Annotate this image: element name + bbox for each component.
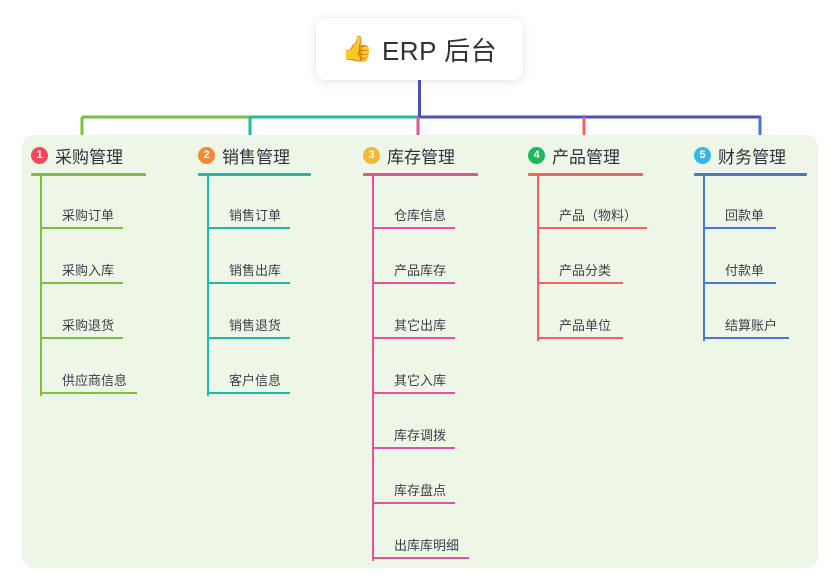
branch-item-label: 采购入库 (62, 263, 115, 278)
branch-header-4[interactable]: 4 产品管理 (528, 143, 620, 168)
branch-number-badge: 2 (198, 147, 215, 164)
branch-item[interactable]: 其它入库 (372, 364, 461, 394)
branch-item-label: 销售退货 (229, 318, 282, 333)
branch-item-label: 其它入库 (394, 373, 447, 388)
branch-item[interactable]: 客户信息 (207, 364, 296, 394)
branch-spine (537, 176, 539, 341)
branch-item-rule (372, 502, 455, 504)
branch-item-label: 采购退货 (62, 318, 115, 333)
branch-item[interactable]: 付款单 (703, 254, 782, 284)
branch-title: 销售管理 (222, 148, 290, 167)
branch-header-rule (31, 173, 146, 176)
branch-item-rule (703, 282, 776, 284)
branch-item[interactable]: 销售订单 (207, 199, 296, 229)
branch-item-label: 其它出库 (394, 318, 447, 333)
branch-column-2: 2 销售管理销售订单销售出库销售退货客户信息 (198, 135, 331, 568)
branch-item-label: 库存盘点 (394, 483, 447, 498)
branch-item-rule (40, 227, 123, 229)
branch-item-rule (372, 447, 455, 449)
branch-item-label: 产品库存 (394, 263, 447, 278)
branch-header-5[interactable]: 5 财务管理 (694, 143, 786, 168)
branch-item[interactable]: 产品分类 (537, 254, 629, 284)
branch-item-label: 产品（物料） (559, 208, 638, 223)
branch-item[interactable]: 产品（物料） (537, 199, 653, 229)
branch-column-4: 4 产品管理产品（物料） 产品分类产品单位 (528, 135, 663, 568)
branch-title: 库存管理 (387, 148, 455, 167)
branch-item[interactable]: 产品单位 (537, 309, 629, 339)
branches-panel: 1 采购管理采购订单采购入库采购退货供应商信息 2 销售管理销售订单销售出库销售退货客… (22, 135, 818, 568)
branch-item[interactable]: 采购入库 (40, 254, 129, 284)
root-node-erp-backend[interactable]: 👍 ERP 后台 (316, 18, 523, 80)
branch-item[interactable]: 库存盘点 (372, 474, 461, 504)
branch-spine (703, 176, 705, 341)
branch-item[interactable]: 采购退货 (40, 309, 129, 339)
branch-item[interactable]: 库存调拨 (372, 419, 461, 449)
branch-item-rule (537, 337, 623, 339)
branch-item[interactable]: 采购订单 (40, 199, 129, 229)
branch-number-badge: 4 (528, 147, 545, 164)
branch-item-rule (40, 282, 123, 284)
branch-item[interactable]: 销售退货 (207, 309, 296, 339)
branch-item-label: 回款单 (725, 208, 765, 223)
branch-item-rule (207, 282, 290, 284)
branch-item-label: 供应商信息 (62, 373, 128, 388)
branch-column-5: 5 财务管理回款单付款单结算账户 (694, 135, 827, 568)
branch-number-badge: 3 (363, 147, 380, 164)
branch-item-rule (372, 282, 455, 284)
branch-spine (207, 176, 209, 396)
branch-item-rule (537, 227, 647, 229)
branch-item-rule (372, 227, 455, 229)
branch-title: 财务管理 (718, 148, 786, 167)
branch-item-rule (703, 227, 776, 229)
branch-item[interactable]: 仓库信息 (372, 199, 461, 229)
branch-number-badge: 1 (31, 147, 48, 164)
branch-number-badge: 5 (694, 147, 711, 164)
branch-item[interactable]: 销售出库 (207, 254, 296, 284)
branch-item-label: 产品分类 (559, 263, 612, 278)
branch-item[interactable]: 结算账户 (703, 309, 795, 339)
branch-item-rule (207, 227, 290, 229)
branch-item-label: 客户信息 (229, 373, 282, 388)
branch-header-rule (528, 173, 643, 176)
thumbs-up-icon: 👍 (341, 34, 373, 63)
branch-item-rule (703, 337, 789, 339)
branch-item[interactable]: 其它出库 (372, 309, 461, 339)
branch-item-label: 库存调拨 (394, 428, 447, 443)
branch-item[interactable]: 供应商信息 (40, 364, 143, 394)
branch-item-rule (40, 392, 137, 394)
branch-title: 采购管理 (55, 148, 123, 167)
branch-header-2[interactable]: 2 销售管理 (198, 143, 290, 168)
branch-spine (40, 176, 42, 396)
branch-spine (372, 176, 374, 561)
branch-item-label: 仓库信息 (394, 208, 447, 223)
branch-item-label: 采购订单 (62, 208, 115, 223)
branch-item-label: 销售出库 (229, 263, 282, 278)
branch-header-1[interactable]: 1 采购管理 (31, 143, 123, 168)
branch-item[interactable]: 产品库存 (372, 254, 461, 284)
branch-item[interactable]: 出库库明细 (372, 529, 475, 559)
branch-column-3: 3 库存管理仓库信息产品库存其它出库其它入库库存调拨库存盘点出库库明细 (363, 135, 498, 568)
branch-header-rule (694, 173, 807, 176)
branch-item-label: 结算账户 (725, 318, 778, 333)
branch-column-1: 1 采购管理采购订单采购入库采购退货供应商信息 (31, 135, 166, 568)
branch-item-label: 销售订单 (229, 208, 282, 223)
branch-item-label: 付款单 (725, 263, 765, 278)
branch-item[interactable]: 回款单 (703, 199, 782, 229)
branch-item-rule (207, 392, 290, 394)
branch-header-rule (198, 173, 311, 176)
branch-item-rule (372, 337, 455, 339)
branch-item-label: 产品单位 (559, 318, 612, 333)
branch-title: 产品管理 (552, 148, 620, 167)
branch-header-3[interactable]: 3 库存管理 (363, 143, 455, 168)
branch-item-rule (537, 282, 623, 284)
branch-item-rule (207, 337, 290, 339)
root-node-title: ERP 后台 (381, 35, 498, 66)
branch-item-label: 出库库明细 (394, 538, 460, 553)
branch-item-rule (40, 337, 123, 339)
branch-item-rule (372, 392, 455, 394)
branch-header-rule (363, 173, 478, 176)
branch-item-rule (372, 557, 469, 559)
